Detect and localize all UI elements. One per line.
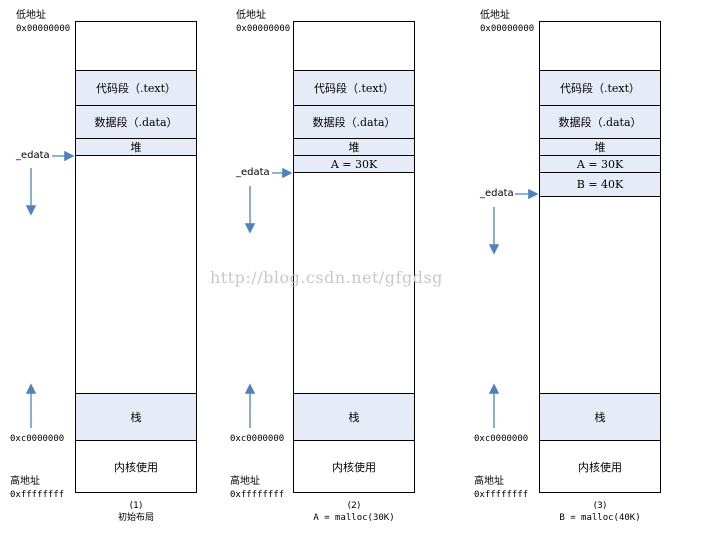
caption-text: B = malloc(40K) xyxy=(559,513,641,523)
memory-column: 代码段（.text） 数据段（.data） 堆 栈 内核使用 xyxy=(75,21,197,493)
a-block: A = 30K xyxy=(540,155,660,172)
kernel-start-hex: 0xc0000000 xyxy=(10,434,65,444)
heap-segment: 堆 xyxy=(294,138,414,155)
caption-1: (1) 初始布局 xyxy=(66,500,206,524)
text-segment: 代码段（.text） xyxy=(76,70,196,105)
a-block: A = 30K xyxy=(294,155,414,172)
low-address-label: 低地址 xyxy=(236,10,266,21)
kernel-start-hex: 0xc0000000 xyxy=(474,434,529,444)
text-segment: 代码段（.text） xyxy=(540,70,660,105)
kernel-start-hex: 0xc0000000 xyxy=(230,434,285,444)
kernel-segment: 内核使用 xyxy=(540,440,660,492)
caption-number: (1) xyxy=(129,501,143,511)
low-address-label: 低地址 xyxy=(16,10,46,21)
edata-label: _edata xyxy=(236,167,270,178)
free-space xyxy=(540,196,660,393)
text-segment: 代码段（.text） xyxy=(294,70,414,105)
high-address-hex: 0xffffffff xyxy=(474,490,529,500)
high-address-label: 高地址 xyxy=(10,476,40,487)
edata-label: _edata xyxy=(480,188,514,199)
heap-segment: 堆 xyxy=(540,138,660,155)
stack-segment: 栈 xyxy=(294,393,414,440)
kernel-segment: 内核使用 xyxy=(76,440,196,492)
low-address-hex: 0x00000000 xyxy=(16,24,71,34)
kernel-segment: 内核使用 xyxy=(294,440,414,492)
heap-segment: 堆 xyxy=(76,138,196,155)
memory-column: 代码段（.text） 数据段（.data） 堆 A = 30K B = 40K … xyxy=(539,21,661,493)
data-segment: 数据段（.data） xyxy=(76,105,196,138)
watermark: http://blog.csdn.net/gfgdsg xyxy=(210,268,443,287)
high-address-hex: 0xffffffff xyxy=(230,490,285,500)
caption-text: 初始布局 xyxy=(117,513,154,523)
caption-number: (2) xyxy=(347,501,361,511)
caption-2: (2) A = malloc(30K) xyxy=(284,500,424,524)
low-address-label: 低地址 xyxy=(480,10,510,21)
data-segment: 数据段（.data） xyxy=(294,105,414,138)
memory-column: 代码段（.text） 数据段（.data） 堆 A = 30K 栈 内核使用 xyxy=(293,21,415,493)
data-segment: 数据段（.data） xyxy=(540,105,660,138)
free-space xyxy=(76,155,196,393)
free-space xyxy=(294,172,414,393)
high-address-label: 高地址 xyxy=(230,476,260,487)
caption-number: (3) xyxy=(593,501,607,511)
b-block: B = 40K xyxy=(540,172,660,196)
stack-segment: 栈 xyxy=(540,393,660,440)
high-address-label: 高地址 xyxy=(474,476,504,487)
high-address-hex: 0xffffffff xyxy=(10,490,65,500)
edata-label: _edata xyxy=(16,150,50,161)
caption-text: A = malloc(30K) xyxy=(313,513,395,523)
low-address-hex: 0x00000000 xyxy=(480,24,535,34)
stack-segment: 栈 xyxy=(76,393,196,440)
caption-3: (3) B = malloc(40K) xyxy=(530,500,670,524)
low-address-hex: 0x00000000 xyxy=(236,24,291,34)
